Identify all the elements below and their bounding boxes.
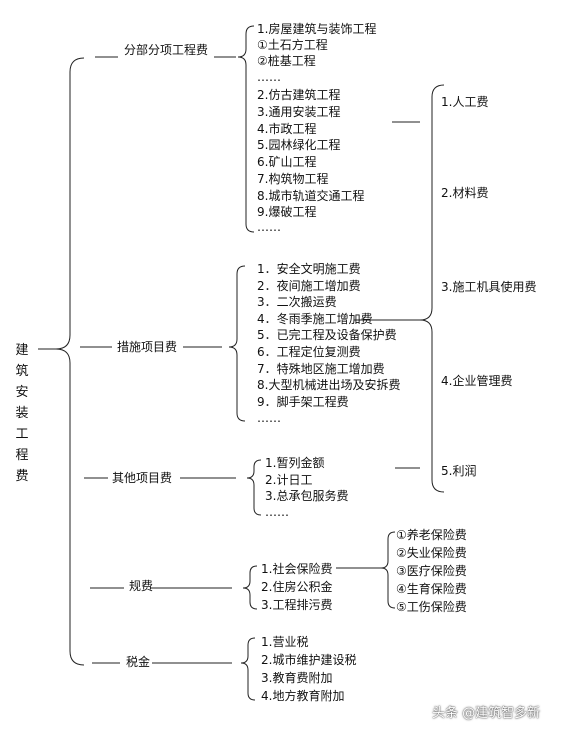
list-item: 3.通用安装工程: [257, 105, 341, 119]
list-item: 2.计日工: [265, 473, 313, 487]
item-brace: [240, 637, 256, 701]
list-item: 8.大型机械进出场及安拆费: [257, 378, 401, 392]
list-item: 4.市政工程: [257, 122, 317, 136]
insurance-brace: [380, 531, 396, 609]
cost-component: 3.施工机具使用费: [441, 280, 537, 294]
watermark-text: 头条 @建筑智多新: [432, 706, 541, 721]
item-brace: [242, 565, 258, 610]
category-label: 规费: [129, 579, 154, 593]
list-item: 3.工程排污费: [261, 598, 333, 612]
cost-component: 2.材料费: [441, 186, 489, 200]
list-item: ②桩基工程: [257, 54, 316, 68]
list-item: 4.地方教育附加: [261, 689, 345, 703]
cost-component: 1.人工费: [441, 95, 489, 109]
list-item: ……: [257, 220, 281, 234]
insurance-item: ①养老保险费: [396, 528, 467, 542]
list-item: 2.住房公积金: [261, 580, 333, 594]
list-item: 2．夜间施工增加费: [257, 279, 361, 293]
category-label: 税金: [126, 655, 151, 669]
insurance-item: ⑤工伤保险费: [396, 600, 467, 614]
item-brace: [237, 25, 255, 233]
insurance-item: ②失业保险费: [396, 546, 467, 560]
list-item: 2.仿古建筑工程: [257, 88, 341, 102]
list-item: 1.房屋建筑与装饰工程: [257, 22, 377, 36]
list-item: ①土石方工程: [257, 38, 328, 52]
list-item: 2.城市维护建设税: [261, 653, 357, 667]
list-item: 1.营业税: [261, 635, 309, 649]
insurance-item: ③医疗保险费: [396, 564, 467, 578]
root-label: 建筑安装工程费: [15, 343, 29, 484]
list-item: 7．特殊地区施工增加费: [257, 362, 385, 376]
list-item: 3.总承包服务费: [265, 489, 349, 503]
list-item: 9.爆破工程: [257, 205, 317, 219]
list-item: 6.矿山工程: [257, 155, 317, 169]
list-item: 6．工程定位复测费: [257, 345, 361, 359]
list-item: 1．安全文明施工费: [257, 262, 361, 276]
root-brace: [55, 57, 85, 666]
list-item: ……: [257, 70, 281, 84]
item-brace: [228, 265, 246, 422]
list-item: 4．冬雨季施工增加费: [257, 312, 373, 326]
list-item: 8.城市轨道交通工程: [257, 189, 365, 203]
list-item: 5.园林绿化工程: [257, 138, 341, 152]
list-item: 3．二次搬运费: [257, 295, 337, 309]
item-brace: [246, 459, 262, 516]
list-item: 1.暂列金额: [265, 456, 325, 470]
category-label: 分部分项工程费: [124, 43, 209, 57]
list-item: ……: [265, 505, 289, 519]
list-item: 5．已完工程及设备保护费: [257, 328, 397, 342]
list-item: 1.社会保险费: [261, 562, 333, 576]
list-item: ……: [257, 411, 281, 425]
category-label: 其他项目费: [112, 471, 173, 485]
cost-component: 5.利润: [441, 464, 477, 478]
category-label: 措施项目费: [117, 340, 178, 354]
list-item: 7.构筑物工程: [257, 172, 329, 186]
list-item: 3.教育费附加: [261, 671, 333, 685]
cost-component: 4.企业管理费: [441, 374, 513, 388]
insurance-item: ④生育保险费: [396, 582, 467, 596]
list-item: 9．脚手架工程费: [257, 395, 349, 409]
